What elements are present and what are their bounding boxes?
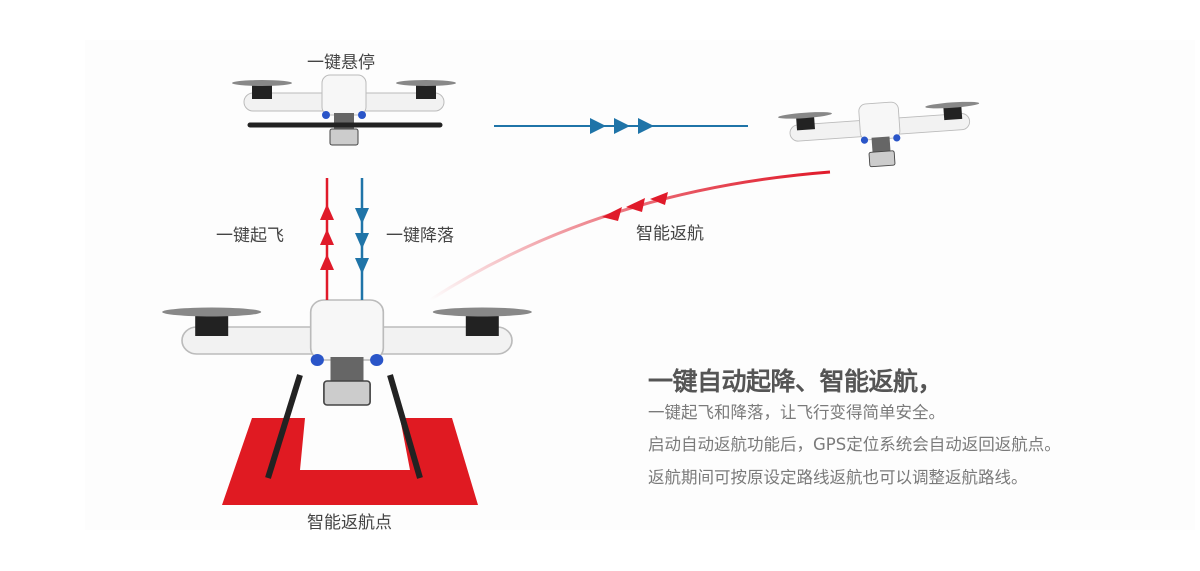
feature-line-1: 一键起飞和降落，让飞行变得简单安全。: [648, 403, 945, 422]
hover-drone-image: [231, 74, 457, 146]
feature-line-3: 返航期间可按原设定路线返航也可以调整返航路线。: [648, 468, 1028, 487]
hover-label: 一键悬停: [307, 53, 375, 73]
feature-line-2: 启动自动返航功能后，GPS定位系统会自动返回返航点。: [648, 435, 1061, 454]
takeoff-arrow: [320, 178, 334, 300]
smart-return-label: 智能返航: [636, 224, 704, 244]
takeoff-label: 一键起飞: [216, 226, 284, 246]
home-point-label: 智能返航点: [307, 513, 392, 533]
landing-arrow: [355, 178, 369, 300]
feature-title: 一键自动起降、智能返航，: [648, 367, 943, 396]
landing-label: 一键降落: [386, 226, 454, 246]
home-drone-image: [161, 299, 533, 479]
home-point-pad: [222, 418, 478, 505]
smart-return-arrow: [429, 170, 831, 302]
returning-drone-image: [777, 95, 984, 174]
hover-to-flight-arrow: [494, 118, 748, 134]
